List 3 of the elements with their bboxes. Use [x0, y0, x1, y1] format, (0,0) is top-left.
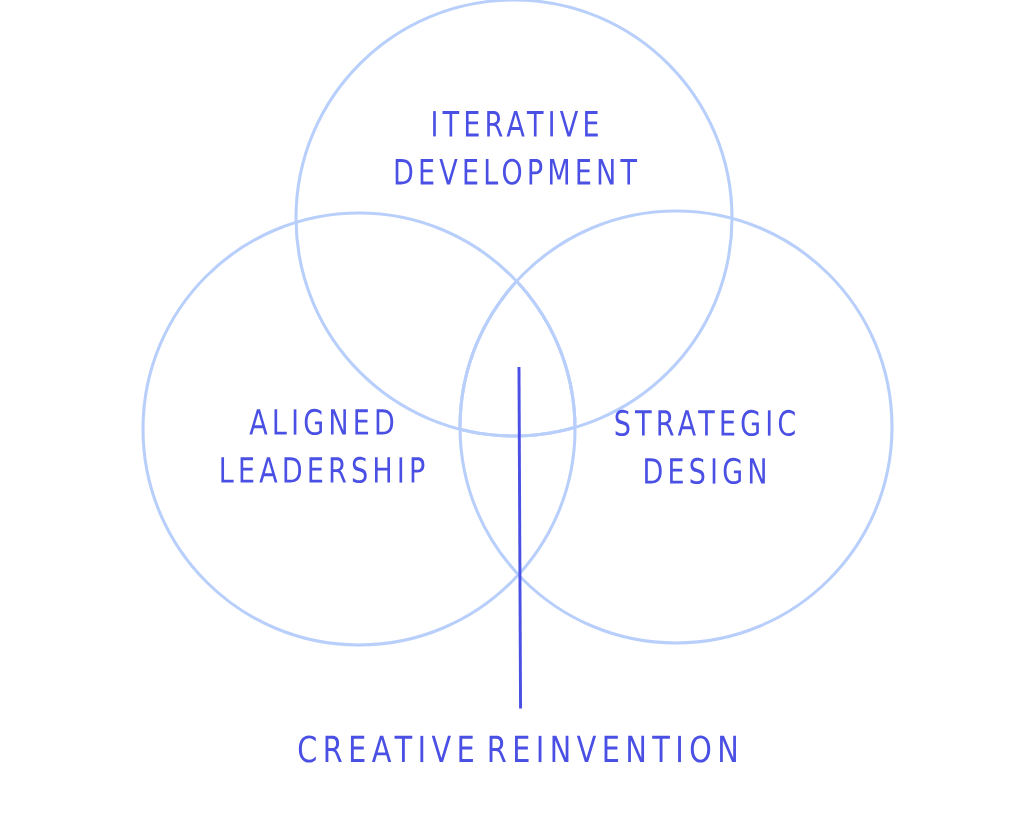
callout-label: CREATIVE REINVENTION	[298, 735, 736, 763]
leader-line	[517, 366, 522, 709]
overlap-region	[458, 279, 577, 438]
